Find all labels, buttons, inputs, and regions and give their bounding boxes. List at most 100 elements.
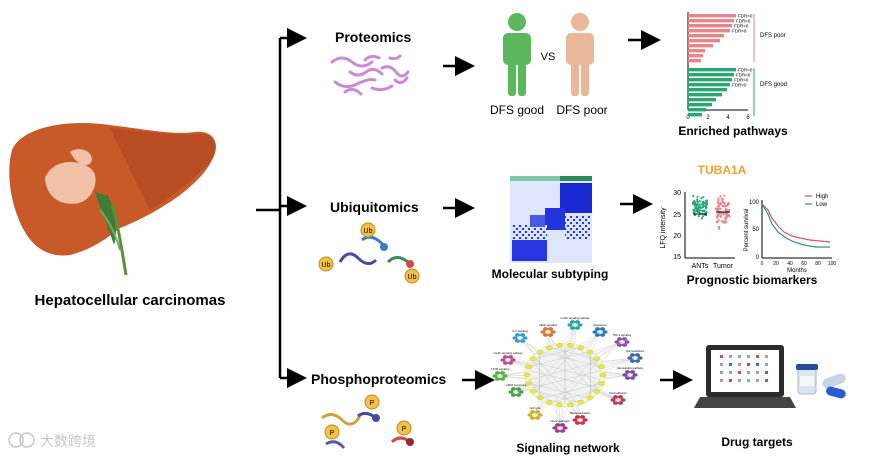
svg-text:P: P xyxy=(402,426,407,433)
network-cluster-node xyxy=(499,377,506,381)
network-cluster-node xyxy=(502,355,509,359)
svg-text:P: P xyxy=(330,430,335,437)
network-cluster-node xyxy=(574,415,581,419)
network-hub-node xyxy=(536,395,544,401)
network-cluster-node xyxy=(547,333,554,337)
scatter-point-ants xyxy=(699,203,702,206)
fdr-label: FDR<0 xyxy=(734,77,749,82)
pathway-bar-good xyxy=(688,93,722,97)
scatter-point-ants xyxy=(701,206,705,209)
scatter-point-tumor xyxy=(725,212,728,215)
network-cluster-node xyxy=(629,353,636,357)
network-cluster-node xyxy=(594,327,601,331)
subtyping-heatmap xyxy=(510,176,592,263)
drug-targets-label: Drug targets xyxy=(721,435,793,449)
pathway-bar-good xyxy=(688,83,730,87)
network-cluster-node xyxy=(547,327,554,331)
phosphoproteomics-label: Phosphoproteomics xyxy=(311,371,447,387)
network-cluster-node xyxy=(621,337,628,341)
network-cluster-node xyxy=(637,356,643,360)
screen-dot xyxy=(765,371,768,374)
network-cluster-node xyxy=(519,339,526,343)
scatter-point-ants xyxy=(701,215,705,218)
group-good-label: DFS good xyxy=(760,82,787,88)
pathway-bar-poor xyxy=(688,54,703,58)
network-cluster-node xyxy=(494,371,501,375)
fdr-label: FDR<0 xyxy=(736,18,751,23)
screen-dot xyxy=(756,379,759,382)
screen-dot xyxy=(738,363,741,366)
network-cluster-node xyxy=(634,353,641,357)
scatter-point-ants xyxy=(692,201,695,204)
network-cluster-node xyxy=(534,416,541,420)
network-cluster-node xyxy=(514,333,521,337)
network-hub-node xyxy=(529,356,537,362)
network-cluster-node xyxy=(574,421,581,425)
dfs-poor-label: DFS poor xyxy=(556,103,607,117)
network-cluster-node xyxy=(592,330,598,334)
screen-dot xyxy=(720,363,723,366)
network-hub-node xyxy=(567,342,574,348)
scatter-point-tumor xyxy=(720,220,724,223)
scatter-point-tumor xyxy=(728,209,731,212)
network-cluster-node xyxy=(634,359,641,363)
svg-text:60: 60 xyxy=(801,261,807,267)
network-cluster-node xyxy=(559,429,566,433)
network-cluster-label: lipid metabolism xyxy=(626,349,645,353)
network-hub-node xyxy=(536,349,544,355)
ub-badge-2: Ub xyxy=(318,256,334,272)
network-cluster-node xyxy=(559,423,566,427)
ub-badge-3: Ub xyxy=(404,268,420,284)
pathway-bar-poor xyxy=(688,49,705,53)
pathway-bar-poor xyxy=(688,39,720,43)
scatter-point-ants xyxy=(696,195,699,198)
screen-dot xyxy=(756,355,759,358)
network-cluster-node xyxy=(534,410,541,414)
network-cluster-node xyxy=(624,376,631,380)
scatter-point-ants xyxy=(696,202,699,206)
scatter-point-tumor xyxy=(718,212,722,215)
network-cluster-node xyxy=(562,426,568,430)
scatter-point-tumor xyxy=(717,208,720,211)
scatter-point-ants xyxy=(701,201,705,205)
pathway-bar-good xyxy=(688,103,712,107)
pathway-bar-poor xyxy=(688,14,736,18)
scatter-point-tumor xyxy=(725,208,729,211)
prognostic-biomarkers-label: Prognostic biomarkers xyxy=(687,273,818,287)
pathway-bar-poor xyxy=(688,29,730,33)
network-cluster-node xyxy=(617,395,624,399)
pathway-bar-good xyxy=(688,108,706,112)
scatter-point-ants xyxy=(698,200,701,203)
network-cluster-node xyxy=(502,361,509,365)
network-cluster-node xyxy=(494,377,501,381)
pathway-bar-good xyxy=(688,68,736,72)
network-cluster-node xyxy=(612,395,619,399)
svg-text:50: 50 xyxy=(752,227,759,233)
screen-dot xyxy=(765,355,768,358)
screen-dot xyxy=(747,355,750,358)
network-cluster-node xyxy=(515,387,522,391)
network-cluster-node xyxy=(624,340,630,344)
screen-dot xyxy=(729,363,732,366)
network-cluster-label: mTOR signaling xyxy=(491,367,510,371)
svg-text:0: 0 xyxy=(761,261,764,267)
network-cluster-node xyxy=(616,343,623,347)
network-cluster-node xyxy=(620,398,626,402)
network-hub-node xyxy=(586,349,594,355)
network-cluster-node xyxy=(612,401,619,405)
svg-text:大数跨境: 大数跨境 xyxy=(40,434,96,450)
vs-label: VS xyxy=(541,51,556,63)
fdr-label: FDR<0 xyxy=(738,13,753,18)
network-cluster-node xyxy=(519,333,526,337)
scatter-point-tumor xyxy=(721,204,724,208)
network-cluster-node xyxy=(492,374,498,378)
scatter-point-ants xyxy=(694,205,698,208)
scatter-point-tumor xyxy=(724,217,727,221)
network-cluster-label: Focal adhesion xyxy=(609,391,627,395)
scatter-point-ants xyxy=(693,209,696,212)
network-hub-node xyxy=(593,356,601,362)
network-cluster-node xyxy=(599,333,606,337)
watermark-logo: 大数跨境 xyxy=(8,432,96,450)
screen-dot xyxy=(747,363,750,366)
